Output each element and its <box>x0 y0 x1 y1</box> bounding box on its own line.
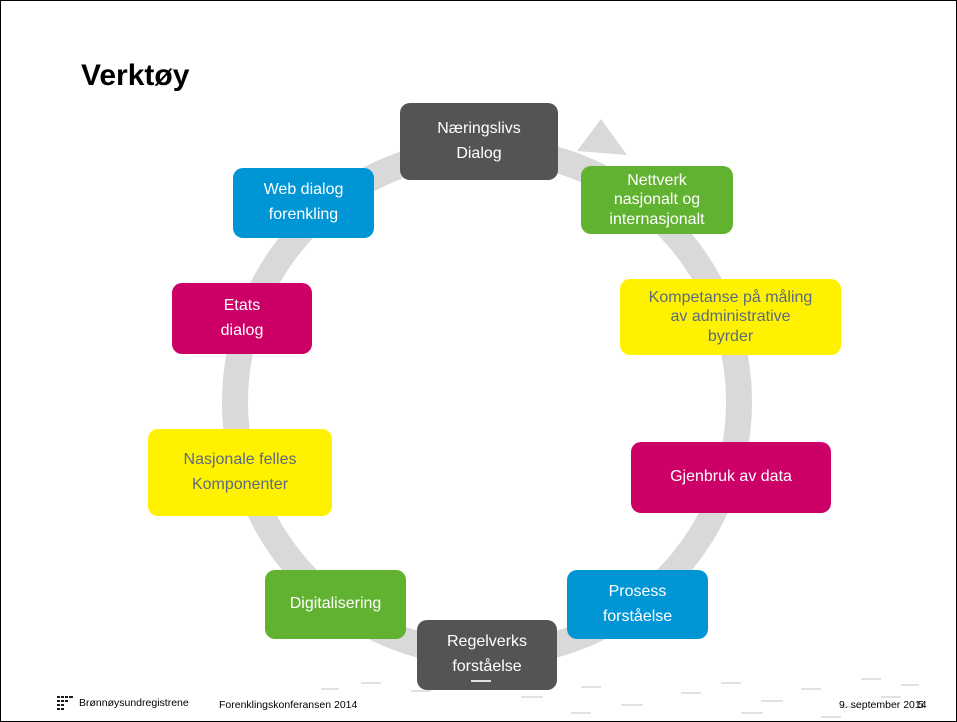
footer-logo: Brønnøysundregistrene <box>57 696 189 710</box>
node-etats-dialog: Etats dialog <box>172 283 312 354</box>
node-prosess-forstaelse: Prosess forståelse <box>567 570 708 639</box>
node-kompetanse: Kompetanse på måling av administrative b… <box>620 279 841 355</box>
node-naeringslivs-dialog: Næringslivs Dialog <box>400 103 558 180</box>
node-nasjonale-felles-komponenter: Nasjonale felles Komponenter <box>148 429 332 516</box>
node-digitalisering: Digitalisering <box>265 570 406 639</box>
node-regelverks-forstaelse: Regelverks forståelse <box>417 620 557 690</box>
node-nettverk: Nettverk nasjonalt og internasjonalt <box>581 166 733 234</box>
footer-conference: Forenklingskonferansen 2014 <box>219 699 358 711</box>
footer-date: 9. september 2014 <box>839 699 927 711</box>
logo-icon <box>57 696 73 710</box>
node-gjenbruk-av-data: Gjenbruk av data <box>631 442 831 513</box>
footer-organization: Brønnøysundregistrene <box>79 697 189 709</box>
slide-title: Verktøy <box>81 59 190 92</box>
footer-page-number: 5 <box>918 699 924 711</box>
footer-decoration <box>321 678 919 718</box>
node-web-dialog-forenkling: Web dialog forenkling <box>233 168 374 238</box>
